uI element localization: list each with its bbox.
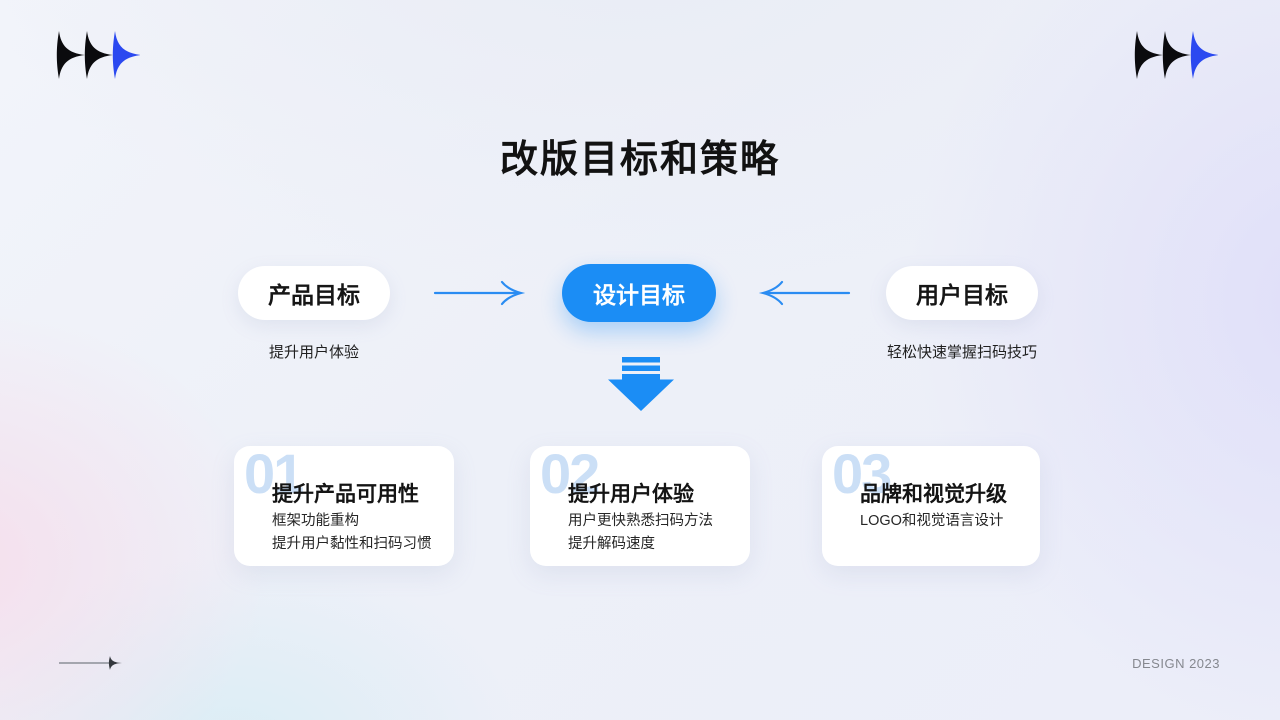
strategy-card: 01 提升产品可用性 框架功能重构 提升用户黏性和扫码习惯 — [234, 446, 454, 566]
card-title: 提升产品可用性 — [272, 483, 419, 506]
node-caption-product: 提升用户体验 — [268, 344, 359, 361]
node-label: 用户目标 — [916, 282, 1008, 308]
logo-marks-right — [1134, 31, 1218, 79]
strategy-card: 02 提升用户体验 用户更快熟悉扫码方法 提升解码速度 — [530, 446, 750, 566]
node-product-goal: 产品目标 — [238, 266, 390, 320]
arrow-down-icon — [608, 357, 674, 411]
card-line: 提升解码速度 — [568, 536, 655, 552]
card-lines: LOGO和视觉语言设计 — [860, 510, 1003, 533]
flare-icon — [1134, 31, 1218, 79]
card-title: 提升用户体验 — [568, 483, 694, 506]
card-line: 用户更快熟悉扫码方法 — [568, 513, 713, 529]
card-line: 提升用户黏性和扫码习惯 — [272, 536, 432, 552]
card-number: 03 — [832, 442, 892, 505]
card-lines: 框架功能重构 提升用户黏性和扫码习惯 — [272, 510, 432, 556]
card-line: LOGO和视觉语言设计 — [860, 513, 1004, 529]
node-design-goal: 设计目标 — [562, 264, 716, 322]
card-number: 01 — [244, 442, 304, 505]
strategy-card: 03 品牌和视觉升级 LOGO和视觉语言设计 — [822, 446, 1040, 566]
arrow-right-icon — [433, 280, 526, 306]
node-label: 产品目标 — [268, 282, 360, 308]
arrow-left-icon — [758, 280, 851, 306]
card-lines: 用户更快熟悉扫码方法 提升解码速度 — [568, 510, 713, 556]
node-user-goal: 用户目标 — [886, 266, 1038, 320]
node-caption-user: 轻松快速掌握扫码技巧 — [886, 344, 1037, 361]
footer-design-year: DESIGN 2023 — [1132, 656, 1220, 671]
flare-icon — [56, 31, 140, 79]
page-title: 改版目标和策略 — [499, 139, 780, 181]
logo-marks-left — [56, 31, 140, 79]
card-title: 品牌和视觉升级 — [860, 483, 1007, 506]
card-line: 框架功能重构 — [272, 513, 359, 529]
node-label: 设计目标 — [593, 282, 685, 308]
footer-arrow-icon — [59, 656, 122, 670]
card-number: 02 — [540, 442, 600, 505]
